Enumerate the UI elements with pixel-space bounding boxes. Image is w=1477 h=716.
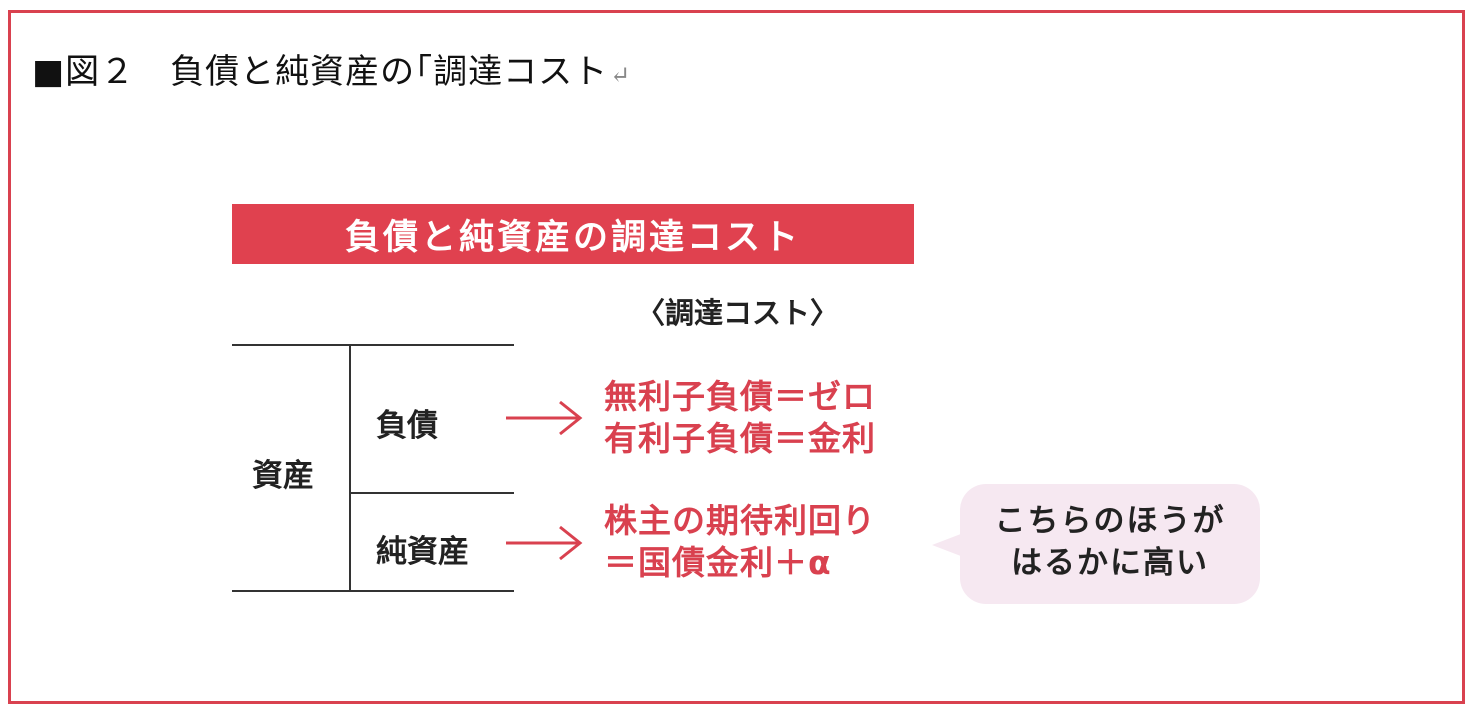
tree-top-line bbox=[232, 344, 514, 346]
figure-caption: ■図２ 負債と純資産の｢調達コスト↵ bbox=[32, 44, 631, 93]
return-mark-icon: ↵ bbox=[610, 61, 632, 89]
figure-caption-text: ■図２ 負債と純資産の｢調達コスト bbox=[32, 52, 609, 92]
net-assets-cost-line: 株主の期待利回り bbox=[604, 501, 876, 540]
callout-line: こちらのほうが bbox=[994, 503, 1226, 539]
liabilities-cost: 無利子負債＝ゼロ 有利子負債＝金利 bbox=[604, 376, 876, 460]
tree-bottom-line bbox=[232, 590, 514, 592]
callout-bubble bbox=[960, 484, 1260, 604]
cost-heading: 〈調達コスト〉 bbox=[636, 296, 840, 330]
callout-tail bbox=[932, 532, 966, 558]
net-assets-cost-line: ＝国債金利＋α bbox=[604, 543, 832, 582]
arrow-right-icon bbox=[506, 400, 583, 436]
liabilities-cost-line: 無利子負債＝ゼロ bbox=[604, 377, 876, 416]
callout-text: こちらのほうが はるかに高い bbox=[972, 500, 1248, 584]
branch-label-liabilities: 負債 bbox=[376, 408, 438, 444]
net-assets-cost: 株主の期待利回り ＝国債金利＋α bbox=[604, 500, 876, 584]
callout-line: はるかに高い bbox=[1011, 545, 1209, 581]
liabilities-cost-line: 有利子負債＝金利 bbox=[604, 419, 876, 458]
figure-frame bbox=[8, 10, 1465, 704]
root-label-assets: 資産 bbox=[252, 458, 314, 494]
tree-vertical-line bbox=[349, 344, 351, 592]
arrow-right-icon bbox=[506, 525, 583, 561]
branch-label-net-assets: 純資産 bbox=[376, 534, 469, 570]
tree-middle-line bbox=[350, 492, 514, 494]
diagram-banner-title: 負債と純資産の調達コスト bbox=[232, 204, 914, 264]
